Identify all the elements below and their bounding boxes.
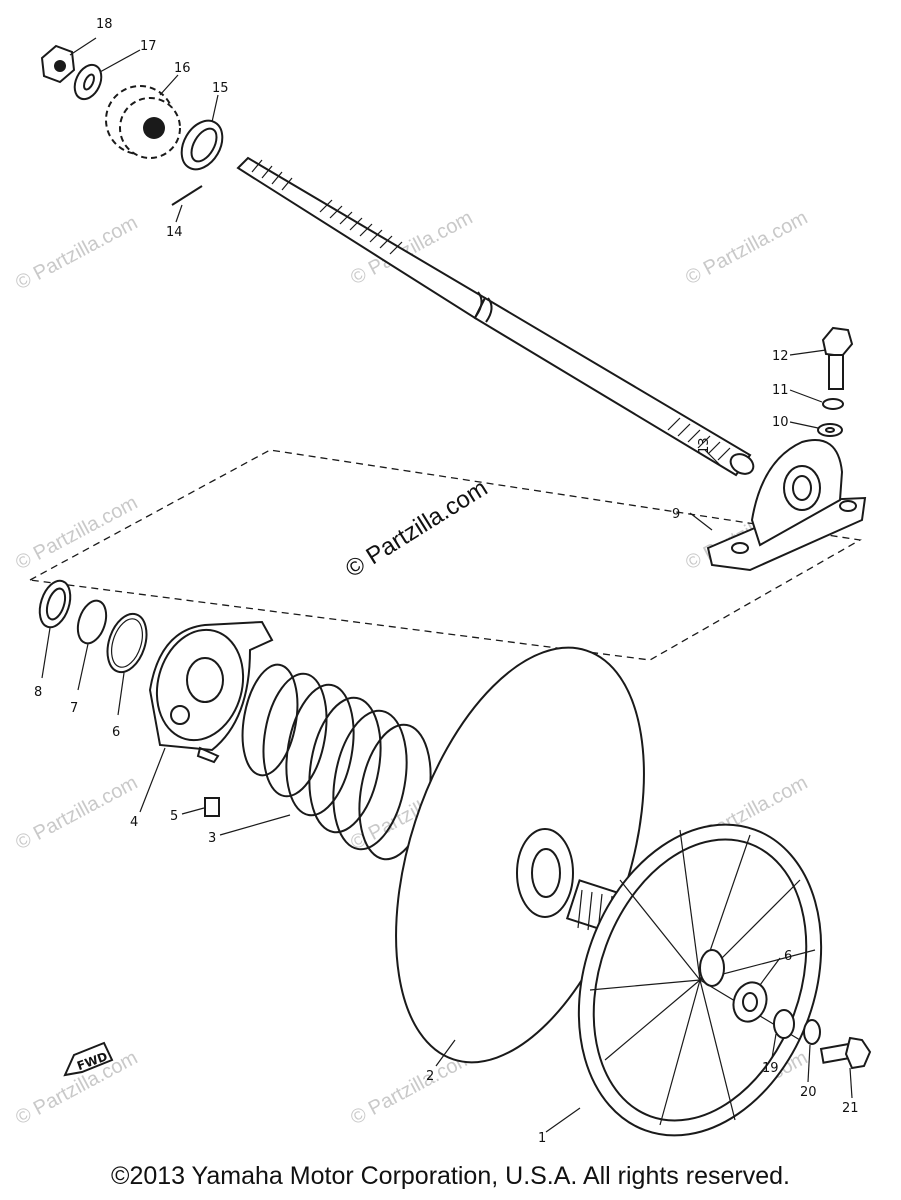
- copyright-footer: ©2013 Yamaha Motor Corporation, U.S.A. A…: [111, 1162, 790, 1190]
- part-21-bolt: [819, 1036, 872, 1070]
- callout-6: 6: [112, 725, 120, 740]
- part-10-washer: [817, 423, 843, 437]
- part-19-washer: [773, 1009, 795, 1039]
- callout-13: 13: [697, 437, 712, 454]
- callout-18: 18: [96, 17, 113, 32]
- callout-3: 3: [208, 831, 216, 846]
- part-14-pin: [171, 185, 203, 206]
- callout-21: 21: [842, 1101, 859, 1116]
- part-2-sheave: [395, 646, 645, 1064]
- callout-10: 10: [772, 415, 789, 430]
- part-20-lock-washer: [803, 1019, 821, 1045]
- part-13-shaft: [236, 156, 755, 477]
- callout-numbers: 1 2 3 4 5 6 6 7 8 9 10 11 12 13 14 15 16…: [34, 17, 859, 1146]
- part-3-spring: [241, 663, 432, 861]
- callout-20: 20: [800, 1085, 817, 1100]
- callout-5: 5: [170, 809, 178, 824]
- part-16-sprocket: [105, 85, 181, 159]
- callout-9: 9: [672, 507, 680, 522]
- part-17-washer: [73, 63, 103, 101]
- callout-2: 2: [426, 1069, 434, 1084]
- watermark-tile: © Partzilla.com: [682, 207, 811, 290]
- callout-11: 11: [772, 383, 789, 398]
- callout-8: 8: [34, 685, 42, 700]
- part-11-lock-washer: [822, 398, 844, 410]
- callout-19: 19: [762, 1061, 779, 1076]
- exploded-parts-diagram: © Partzilla.com © Partzilla.com © Partzi…: [12, 17, 872, 1146]
- part-5-clip: [204, 797, 220, 817]
- part-7-circlip: [76, 599, 108, 645]
- part-4-cam-plate: [148, 620, 274, 764]
- watermark-tile: © Partzilla.com: [12, 772, 141, 855]
- part-15-bearing: [180, 119, 224, 171]
- part-6-shim: [106, 612, 148, 674]
- watermark-tile: © Partzilla.com: [12, 212, 141, 295]
- part-12-bolt: [821, 326, 854, 390]
- callout-1: 1: [538, 1131, 546, 1146]
- part-9-bearing-housing: [706, 439, 867, 572]
- watermark-tile: © Partzilla.com: [12, 492, 141, 575]
- callout-14: 14: [166, 225, 183, 240]
- part-1-fixed-sheave: [577, 823, 823, 1137]
- callout-16: 16: [174, 61, 191, 76]
- callout-12: 12: [772, 349, 789, 364]
- callout-17: 17: [140, 39, 157, 54]
- part-18-nut: [40, 44, 76, 84]
- part-6-washer-hub: [732, 981, 768, 1023]
- part-8-washer: [38, 579, 72, 629]
- callout-4: 4: [130, 815, 138, 830]
- callout-6-hub: 6: [784, 949, 792, 964]
- callout-15: 15: [212, 81, 229, 96]
- callout-7: 7: [70, 701, 78, 716]
- watermark-center: © Partzilla.com: [341, 474, 492, 583]
- assembly-dashed-outline: [27, 449, 862, 661]
- leader-lines: [41, 37, 853, 1133]
